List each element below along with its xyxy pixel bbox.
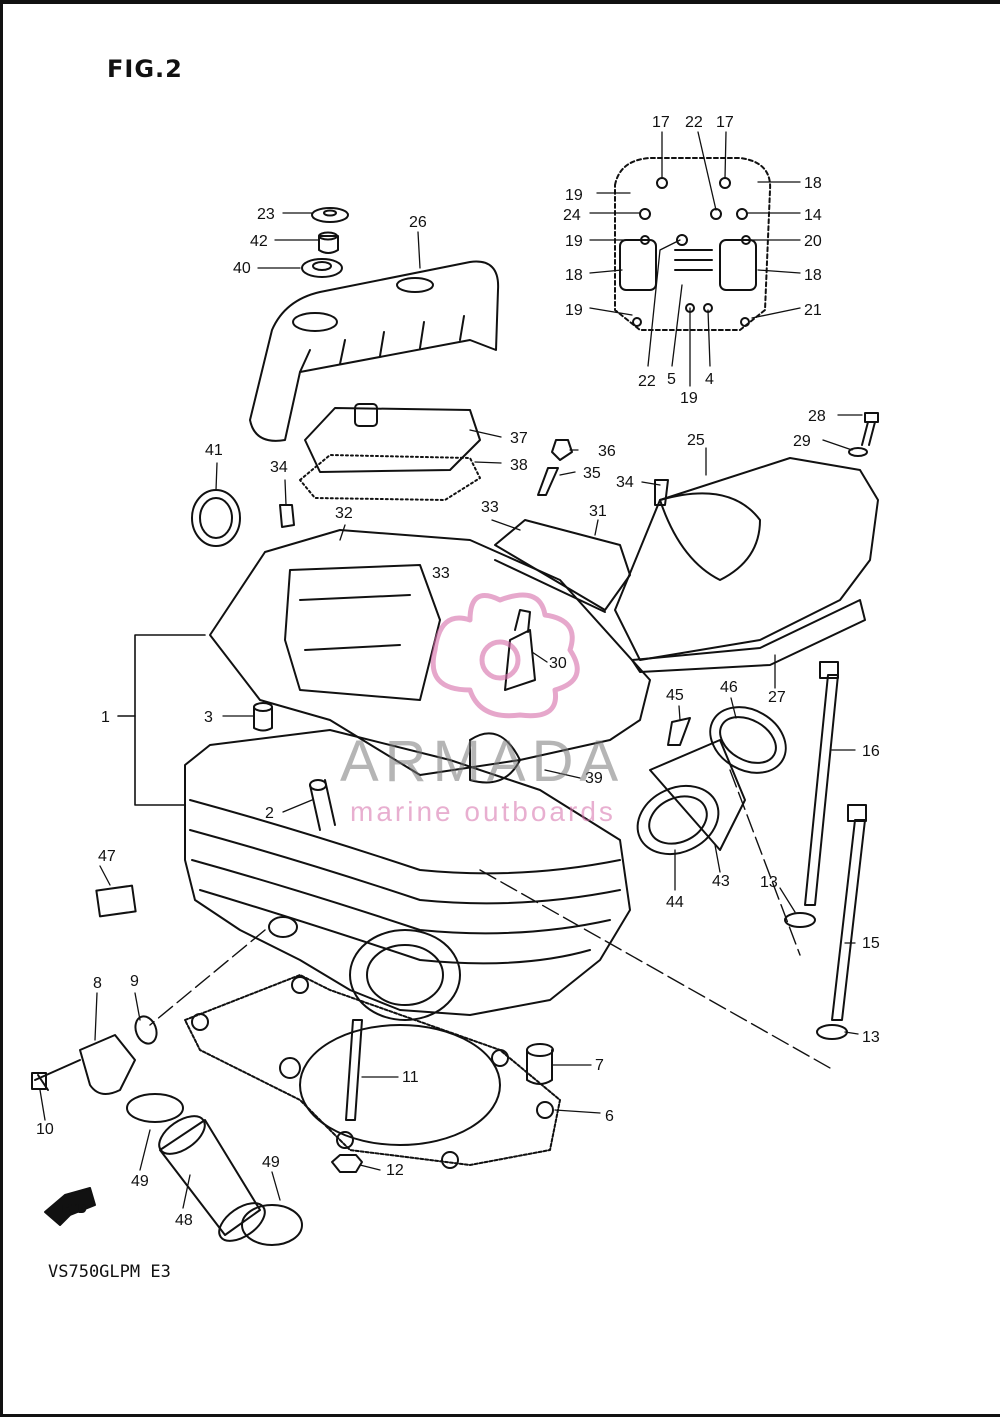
callout-41[interactable]: 41 [205,442,223,459]
callout-18-right[interactable]: 18 [804,267,822,284]
callout-9[interactable]: 9 [130,973,139,990]
callout-10[interactable]: 10 [36,1121,54,1138]
callout-43[interactable]: 43 [712,873,730,890]
callout-25[interactable]: 25 [687,432,705,449]
callout-16[interactable]: 16 [862,743,880,760]
breather-cover [299,403,481,501]
sheet-border-bottom [0,1414,1000,1417]
callout-15[interactable]: 15 [862,935,880,952]
callout-35[interactable]: 35 [583,465,601,482]
callout-20[interactable]: 20 [804,233,822,250]
callout-45[interactable]: 45 [666,687,684,704]
callout-29[interactable]: 29 [793,433,811,450]
callout-31[interactable]: 31 [589,503,607,520]
callout-24[interactable]: 24 [563,207,581,224]
callout-19-a[interactable]: 19 [565,187,583,204]
callout-19-c[interactable]: 19 [565,302,583,319]
dowels-and-nuts [253,702,554,1173]
callout-7[interactable]: 7 [595,1057,604,1074]
watermark-logo [430,592,580,719]
callout-bracket-1 [117,634,206,806]
leader-lines [149,769,831,1069]
callout-49-left[interactable]: 49 [131,1173,149,1190]
callout-33-right[interactable]: 33 [481,499,499,516]
figure-title: FIG.2 [107,55,183,83]
callout-18-top[interactable]: 18 [804,175,822,192]
callout-19-b[interactable]: 19 [565,233,583,250]
callout-labels: 1 2 3 4 5 6 7 8 9 10 11 12 13 13 14 15 1… [36,114,880,1229]
callout-12[interactable]: 12 [386,1162,404,1179]
callout-37[interactable]: 37 [510,430,528,447]
callout-17-left[interactable]: 17 [652,114,670,131]
callout-11[interactable]: 11 [402,1069,419,1086]
forward-direction-arrow[interactable]: FWD [44,1187,96,1226]
callout-26[interactable]: 26 [409,214,427,231]
callout-3[interactable]: 3 [204,709,213,726]
callout-36[interactable]: 36 [598,443,616,460]
cover-grommets [301,207,349,278]
callout-39[interactable]: 39 [585,770,603,787]
callout-14[interactable]: 14 [804,207,822,224]
rocker-gasket-detail [614,157,772,331]
water-fitting-and-hose [31,884,303,1246]
callout-30[interactable]: 30 [549,655,567,672]
head-cover [249,260,500,442]
callout-23[interactable]: 23 [257,206,275,223]
callout-28[interactable]: 28 [808,408,826,425]
sheet-border-top [0,0,1000,4]
callout-47[interactable]: 47 [98,848,116,865]
callout-1[interactable]: 1 [101,709,110,726]
callout-34-left[interactable]: 34 [270,459,288,476]
callout-13-lower[interactable]: 13 [862,1029,880,1046]
watermark-name: ARMADA [340,729,625,794]
side-cover [614,457,879,673]
callout-22-bottom[interactable]: 22 [638,373,656,390]
forward-arrow-label: FWD [63,1204,86,1215]
callout-4[interactable]: 4 [705,371,714,388]
callout-34-right[interactable]: 34 [616,474,634,491]
callout-40[interactable]: 40 [233,260,251,277]
callout-17-right[interactable]: 17 [716,114,734,131]
callout-22-top[interactable]: 22 [685,114,703,131]
sheet-border-left [0,0,3,1417]
callout-13[interactable]: 13 [760,874,778,891]
callout-33-center[interactable]: 33 [432,565,450,582]
head-gasket [184,974,561,1169]
callout-38[interactable]: 38 [510,457,528,474]
callout-leaders [39,131,863,1209]
model-code: VS750GLPM E3 [48,1262,171,1282]
callout-2[interactable]: 2 [265,805,274,822]
side-gasket [494,519,631,613]
callout-8[interactable]: 8 [93,975,102,992]
callout-48[interactable]: 48 [175,1212,193,1229]
callout-32[interactable]: 32 [335,505,353,522]
callout-44[interactable]: 44 [666,894,684,911]
callout-42[interactable]: 42 [250,233,268,250]
callout-19-d[interactable]: 19 [680,390,698,407]
callout-6[interactable]: 6 [605,1108,614,1125]
watermark-tagline: marine outboards [350,796,616,827]
spark-plug [504,609,536,691]
callout-5[interactable]: 5 [667,371,676,388]
callout-27[interactable]: 27 [768,689,786,706]
intake-pipes [636,706,787,856]
callout-18-left[interactable]: 18 [565,267,583,284]
cylinder-head [184,529,651,1021]
callout-46[interactable]: 46 [720,679,738,696]
callout-21[interactable]: 21 [804,302,822,319]
stud-bolts [784,661,867,1040]
callout-49-right[interactable]: 49 [262,1154,280,1171]
